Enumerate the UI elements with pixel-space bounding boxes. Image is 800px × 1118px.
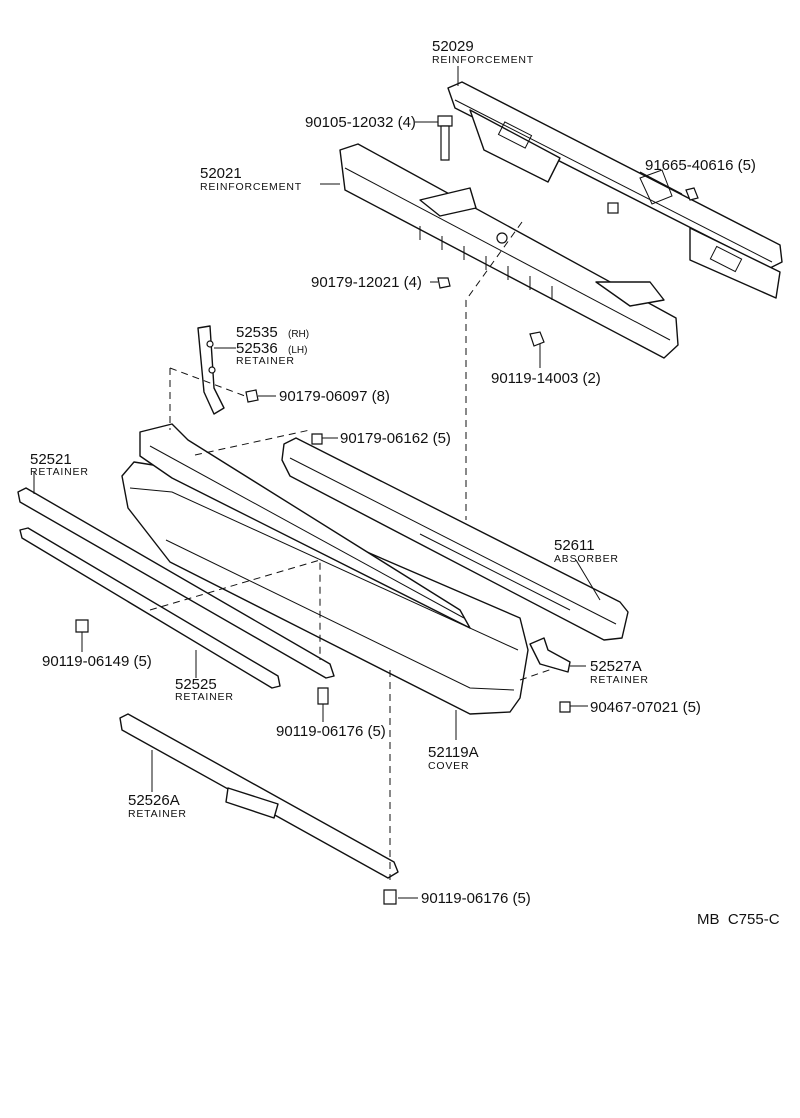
hardware-90105-12032: 90105-12032 (4): [305, 114, 416, 131]
part-number-52536: 52536: [236, 340, 278, 357]
part-name-52526A: RETAINER: [128, 808, 187, 820]
part-number-52029: 52029: [432, 38, 474, 55]
part-number-52527A: 52527A: [590, 658, 642, 675]
retainer-52525-drawing: [19, 527, 281, 689]
part-number-52611: 52611: [554, 537, 595, 554]
absorber-52611-drawing: [281, 437, 629, 641]
clip-icon: [685, 187, 699, 201]
hardware-90179-06162: 90179-06162 (5): [340, 430, 451, 447]
clip-icon-2: [245, 389, 259, 403]
part-name-52611: ABSORBER: [554, 553, 619, 565]
part-name-52119A: COVER: [428, 760, 469, 772]
bolt-icon-4: [317, 687, 329, 705]
bolt-icon-3: [75, 619, 89, 633]
part-number-52119A: 52119A: [428, 744, 479, 761]
part-side-52535: (RH): [288, 329, 309, 340]
bolt-icon-5: [383, 889, 397, 905]
hardware-90467-07021: 90467-07021 (5): [590, 699, 701, 716]
retainer-52526A-drawing: [119, 713, 399, 879]
part-name-52536: RETAINER: [236, 355, 295, 367]
clip-icon-3: [311, 433, 323, 445]
clip-icon-4: [559, 701, 571, 713]
retainer-52527A-drawing: [529, 637, 571, 673]
part-number-52521: 52521: [30, 451, 72, 468]
part-number-52535: 52535: [236, 324, 278, 341]
hardware-90179-12021: 90179-12021 (4): [311, 274, 422, 291]
retainer-52535-drawing: [197, 325, 225, 415]
part-number-52525: 52525: [175, 676, 217, 693]
hardware-91665-40616: 91665-40616 (5): [645, 157, 756, 174]
nut-icon: [437, 277, 451, 289]
part-name-52521: RETAINER: [30, 466, 89, 478]
hardware-90119-06149: 90119-06149 (5): [42, 653, 152, 670]
part-name-52527A: RETAINER: [590, 674, 649, 686]
leader-lines: [33, 66, 683, 899]
part-number-52021: 52021: [200, 165, 242, 182]
cover-52119A-drawing: [121, 423, 529, 715]
part-name-52021: REINFORCEMENT: [200, 181, 302, 193]
reinforcement-52021-drawing: [339, 143, 679, 359]
part-name-52029: REINFORCEMENT: [432, 54, 534, 66]
part-side-52536: (LH): [288, 345, 307, 356]
hardware-90119-06176-a: 90119-06176 (5): [276, 723, 386, 740]
hardware-90119-06176-b: 90119-06176 (5): [421, 890, 531, 907]
retainer-52521-drawing: [17, 487, 335, 679]
alignment-lines: [149, 221, 556, 880]
part-number-52526A: 52526A: [128, 792, 180, 809]
hardware-90119-14003: 90119-14003 (2): [491, 370, 601, 387]
hardware-90179-06097: 90179-06097 (8): [279, 388, 390, 405]
bolt-icon: [437, 115, 453, 161]
reinforcement-52029-drawing: [447, 81, 783, 299]
diagram-code: MB C755-C: [697, 911, 780, 928]
part-name-52525: RETAINER: [175, 691, 234, 703]
bolt-icon-2: [529, 331, 545, 347]
